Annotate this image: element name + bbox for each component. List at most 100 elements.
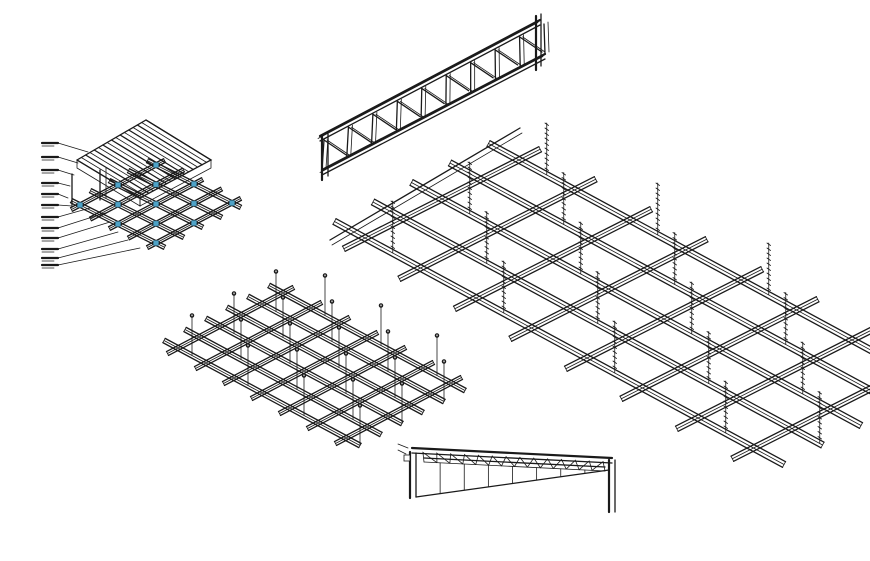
hanger-anchor	[329, 299, 335, 304]
truss-diagonal	[518, 36, 543, 53]
hanger-rod	[441, 359, 447, 402]
hanger-anchor	[238, 317, 244, 322]
panel-rib	[84, 154, 150, 194]
cross-tee	[165, 284, 296, 357]
callout-leader	[40, 247, 141, 269]
callout-leader	[40, 168, 75, 176]
hanger-rod	[595, 271, 600, 324]
connector-clip	[77, 202, 83, 208]
annotation-mark	[397, 443, 409, 449]
web-diagonal	[565, 459, 580, 471]
hanger-anchor	[399, 381, 405, 386]
hanger-rod	[783, 292, 788, 345]
hanger-anchor	[343, 351, 349, 356]
hanger-rod	[723, 380, 728, 434]
callout-leader	[40, 239, 129, 262]
web-diagonal	[488, 455, 502, 467]
connector-clip	[115, 182, 121, 188]
hanger-anchor	[392, 355, 398, 360]
hanger-anchor	[280, 295, 286, 300]
hanger-rod	[385, 329, 391, 372]
hanger-rod	[245, 343, 251, 386]
hanger-rod	[766, 242, 771, 296]
hanger-rod	[817, 391, 822, 444]
edge-angle	[329, 127, 521, 241]
hanger-anchor	[350, 377, 356, 382]
hanger-rod	[689, 281, 694, 335]
hanger-rod	[329, 299, 335, 342]
hanger-rod	[484, 211, 489, 264]
hanger-rod	[287, 321, 293, 364]
cross-tee	[126, 186, 224, 241]
hanger-rod	[273, 269, 279, 312]
connector-clip	[115, 221, 121, 227]
cross-tee	[305, 359, 436, 432]
cross-tee	[88, 167, 186, 222]
cross-tee	[674, 326, 870, 432]
hanger-rod	[706, 331, 711, 384]
suspended-ceiling-grid-large	[329, 122, 870, 468]
main-runner	[447, 159, 870, 395]
web-diagonal	[475, 454, 490, 466]
truss-diagonal	[323, 139, 348, 156]
panel-rib	[102, 144, 168, 185]
hanger-anchor	[287, 321, 293, 326]
panel-rib	[89, 152, 154, 192]
truss-vertical	[543, 23, 546, 55]
hanger-rod	[578, 221, 583, 275]
hanger-anchor	[189, 313, 195, 318]
detail-grid	[69, 158, 243, 250]
panel-rib	[132, 127, 199, 168]
callout-leader	[40, 192, 69, 199]
hanger-anchor	[245, 343, 251, 348]
callout-leader	[40, 231, 119, 253]
web-diagonal	[436, 452, 451, 464]
panel-edge	[139, 159, 212, 207]
hanger-rod	[238, 317, 244, 360]
callout-leader	[40, 203, 73, 209]
top-chord	[410, 446, 614, 460]
cross-tee	[452, 206, 654, 312]
truss-diagonal	[494, 49, 519, 66]
cross-tee	[730, 385, 870, 462]
cross-tee	[508, 236, 709, 342]
corrugated-panel	[71, 119, 213, 207]
cross-tee	[397, 176, 598, 282]
connector-clip	[153, 201, 159, 207]
hanger-anchor	[273, 269, 279, 274]
panel-rib	[80, 157, 145, 197]
top-chord	[317, 18, 542, 142]
truss-elevation-top	[317, 13, 550, 182]
hanger-anchor	[231, 291, 237, 296]
truss-vertical	[321, 139, 325, 171]
hanger-rod	[467, 161, 472, 215]
hanger-anchor	[336, 325, 342, 330]
hanger-rod	[378, 303, 384, 346]
hanger-anchor	[357, 403, 363, 408]
ceiling-detail-with-panels	[40, 119, 243, 269]
truss-diagonal	[421, 87, 445, 105]
hanger-rod	[399, 381, 405, 424]
panel-rib	[136, 124, 203, 166]
connector-clip	[191, 200, 197, 207]
hanger-anchor	[378, 303, 384, 308]
cross-tee	[193, 299, 324, 372]
cross-tee	[277, 344, 408, 417]
cross-tee	[619, 296, 820, 402]
hanger-rod	[189, 313, 195, 356]
connector-clip	[191, 181, 197, 187]
hanger-anchor	[441, 359, 447, 364]
web-diagonal	[449, 452, 464, 465]
hanger-rod	[434, 333, 440, 376]
bottom-chord	[423, 457, 606, 468]
truss-diagonal	[470, 62, 494, 79]
panel-rib	[115, 137, 181, 178]
callout-leader	[40, 212, 106, 232]
web-diagonal	[539, 458, 554, 469]
hanger-rod	[800, 341, 805, 395]
truss-vertical	[518, 36, 521, 68]
panel-rib	[106, 142, 172, 182]
web-diagonal	[514, 456, 528, 468]
cross-tee	[333, 374, 464, 447]
